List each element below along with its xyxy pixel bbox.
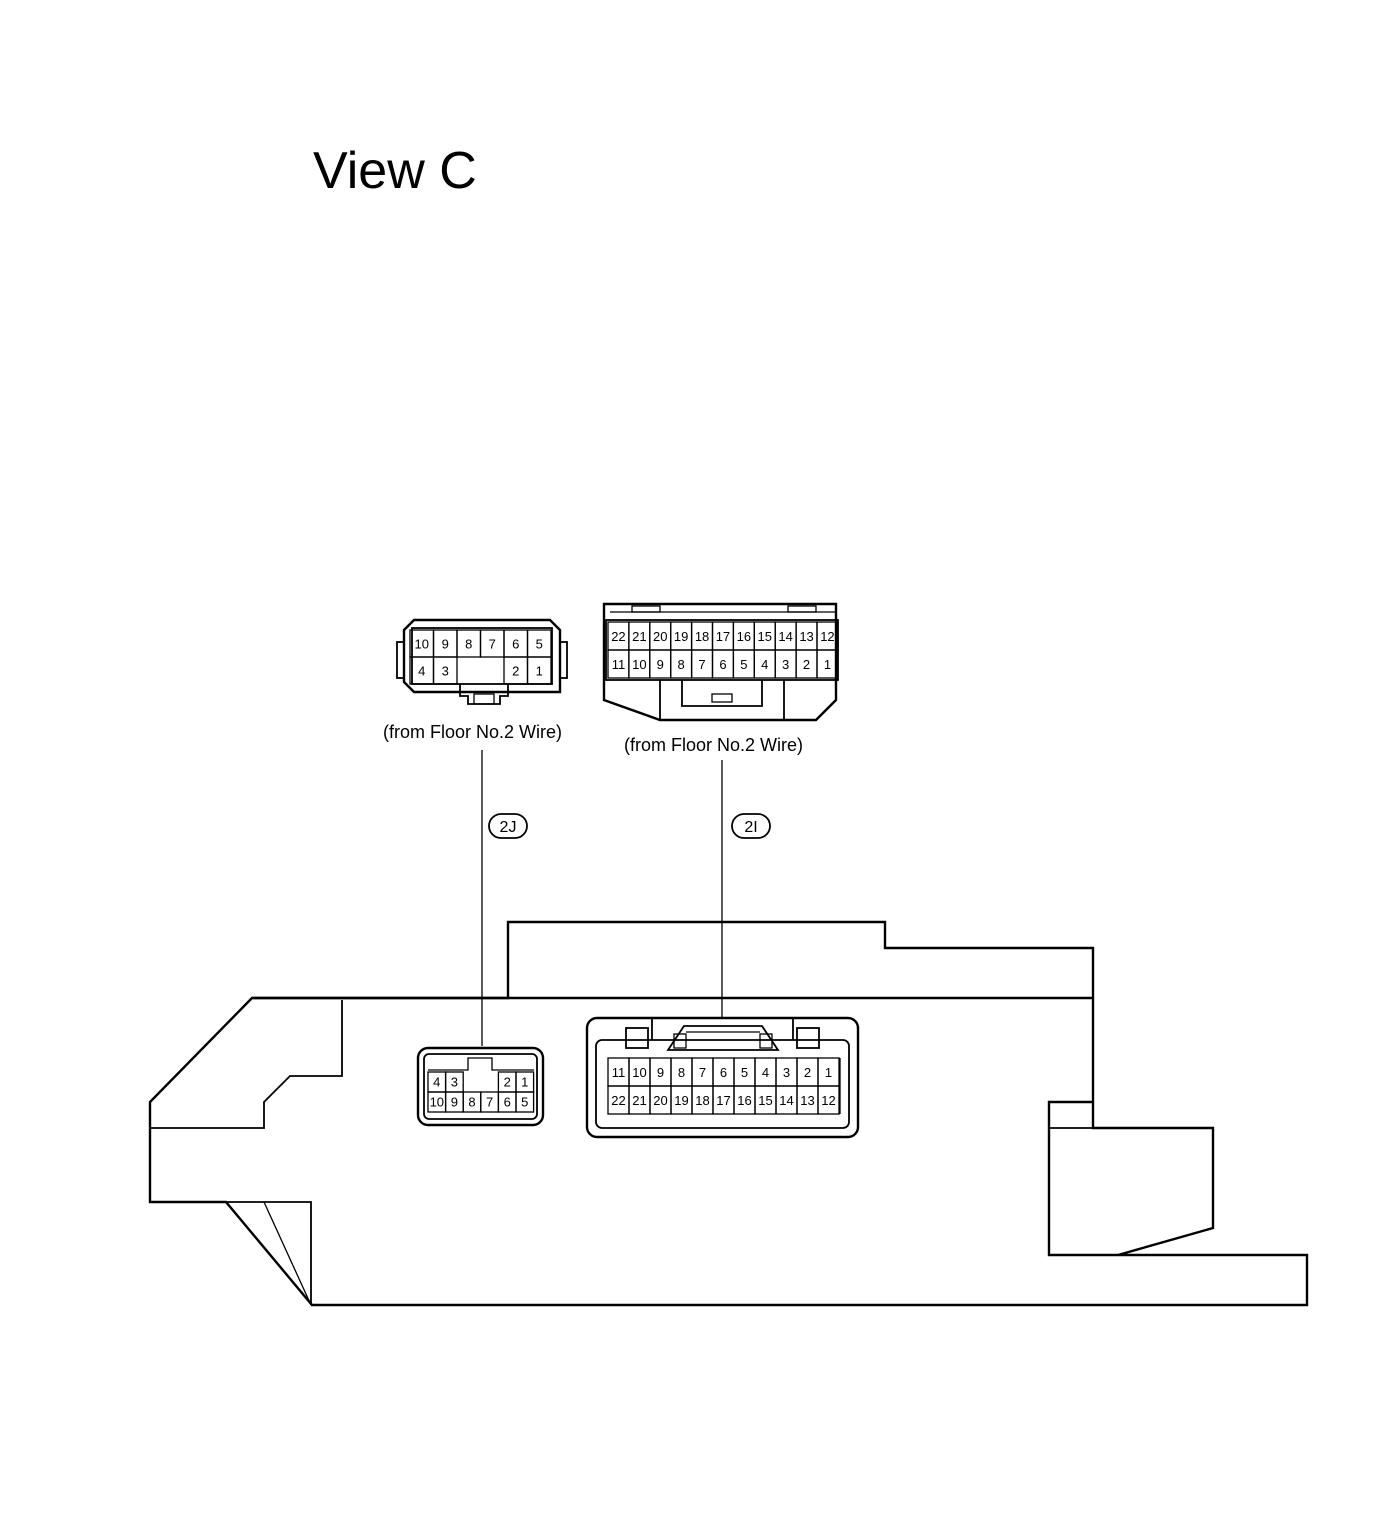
pin-number: 16 — [737, 1093, 751, 1108]
pin-number: 21 — [632, 629, 646, 644]
pin-number: 11 — [612, 657, 626, 672]
code-tag-2j: 2J — [488, 813, 528, 839]
pin-number: 12 — [820, 629, 834, 644]
pin-number: 6 — [720, 1065, 727, 1080]
pin-number: 10 — [632, 657, 646, 672]
pin-number: 4 — [418, 664, 425, 679]
connector-2j-harness: 10 9 8 7 6 5 4 3 2 1 (from Floor No.2 Wire) — [383, 618, 568, 742]
pin-number: 5 — [521, 1095, 528, 1110]
pin-number: 7 — [698, 657, 705, 672]
pin-number: 4 — [433, 1075, 440, 1090]
pin-number: 18 — [695, 1093, 709, 1108]
pin-number: 14 — [779, 1093, 793, 1108]
pin-number: 3 — [783, 1065, 790, 1080]
pin-number: 7 — [486, 1095, 493, 1110]
connector-2i-source-label: (from Floor No.2 Wire) — [624, 735, 803, 755]
pin-number: 16 — [737, 629, 751, 644]
pin-number: 20 — [653, 1093, 667, 1108]
pin-number: 10 — [632, 1065, 646, 1080]
pin-number: 4 — [761, 657, 768, 672]
pin-number: 1 — [536, 664, 543, 679]
component-body — [148, 920, 1309, 1307]
pin-number: 21 — [632, 1093, 646, 1108]
pin-number: 5 — [741, 1065, 748, 1080]
pin-number: 11 — [612, 1065, 626, 1080]
pin-number: 8 — [678, 1065, 685, 1080]
code-tag-2i: 2I — [731, 813, 771, 839]
pin-number: 1 — [521, 1075, 528, 1090]
pin-cell — [515, 1091, 535, 1113]
pin-number: 19 — [674, 1093, 688, 1108]
pin-number: 19 — [674, 629, 688, 644]
pin-number: 15 — [758, 629, 772, 644]
pin-number: 6 — [504, 1095, 511, 1110]
svg-text:2J: 2J — [500, 819, 517, 836]
pin-number: 13 — [800, 1093, 814, 1108]
pin-number: 5 — [536, 637, 543, 652]
pin-number: 13 — [799, 629, 813, 644]
pin-cell — [817, 1085, 840, 1115]
pin-number: 22 — [611, 1093, 625, 1108]
pin-number: 9 — [451, 1095, 458, 1110]
pin-number: 10 — [430, 1095, 444, 1110]
pin-number: 15 — [758, 1093, 772, 1108]
pin-number: 2 — [804, 1065, 811, 1080]
pin-number: 7 — [489, 637, 496, 652]
pin-cell — [816, 649, 839, 679]
pin-number: 8 — [678, 657, 685, 672]
pin-number: 8 — [468, 1095, 475, 1110]
pin-number: 2 — [803, 657, 810, 672]
pin-number: 12 — [821, 1093, 835, 1108]
pin-number: 6 — [719, 657, 726, 672]
pin-number: 1 — [825, 1065, 832, 1080]
pin-number: 2 — [512, 664, 519, 679]
pin-number: 3 — [451, 1075, 458, 1090]
pin-number: 18 — [695, 629, 709, 644]
pin-cell — [526, 656, 552, 685]
pin-cell — [432, 656, 458, 685]
connector-2j-source-label: (from Floor No.2 Wire) — [383, 722, 562, 742]
pin-number: 7 — [699, 1065, 706, 1080]
pin-number: 14 — [778, 629, 792, 644]
pin-number: 20 — [653, 629, 667, 644]
pin-number: 6 — [512, 637, 519, 652]
pin-number: 9 — [657, 1065, 664, 1080]
pin-number: 17 — [716, 1093, 730, 1108]
pin-number: 8 — [465, 637, 472, 652]
pin-number: 3 — [442, 664, 449, 679]
pin-number: 2 — [504, 1075, 511, 1090]
pin-number: 5 — [740, 657, 747, 672]
pin-number: 3 — [782, 657, 789, 672]
pin-number: 9 — [442, 637, 449, 652]
pin-number: 10 — [415, 637, 429, 652]
view-title: View C — [313, 142, 477, 200]
pin-number: 4 — [762, 1065, 769, 1080]
pin-number: 17 — [716, 629, 730, 644]
svg-text:2I: 2I — [744, 819, 757, 836]
pin-number: 9 — [657, 657, 664, 672]
pin-number: 1 — [824, 657, 831, 672]
pin-number: 22 — [611, 629, 625, 644]
